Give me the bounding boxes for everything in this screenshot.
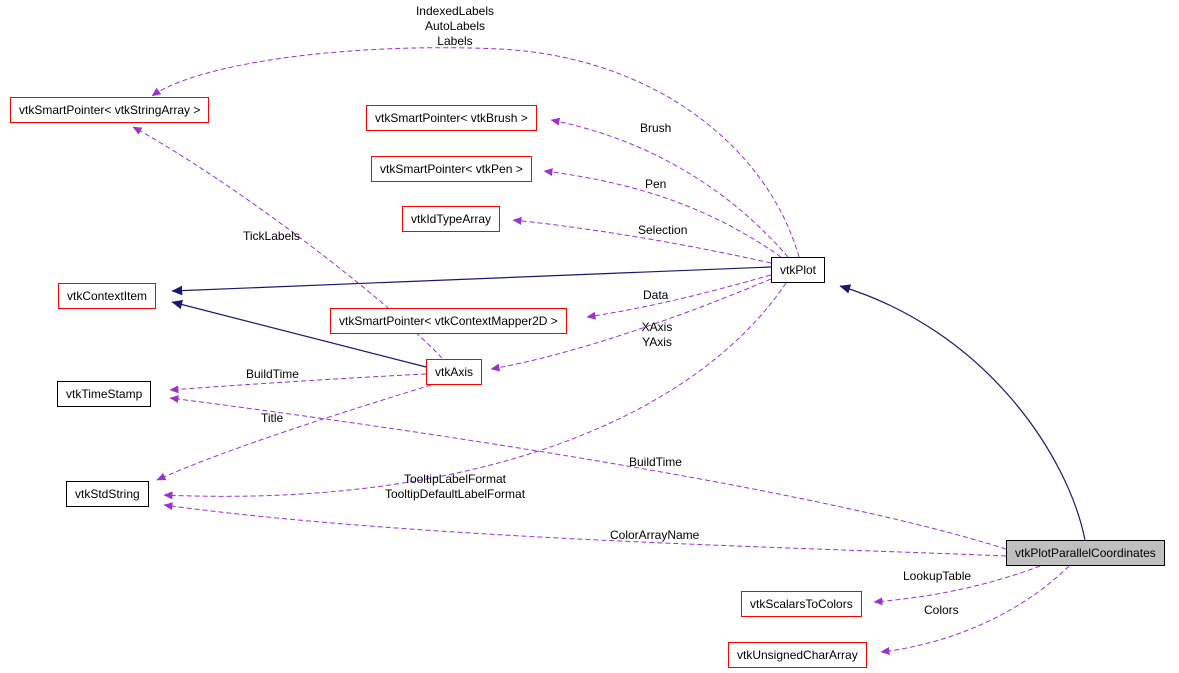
node-vtktimestamp[interactable]: vtkTimeStamp: [57, 381, 152, 407]
edge-label-brush: Brush: [640, 121, 672, 135]
edge-usage-vtkplot-vtkaxis-xaxis-yaxis: [490, 278, 772, 372]
edge-usage-vtkplot-stdstring-tooltip: [163, 282, 787, 500]
edge-label-indexedlabels-autolabels-labels: IndexedLabels AutoLabels Labels: [415, 4, 495, 48]
edge-inherit-vtkaxis-vtkcontextitem: [171, 299, 427, 368]
node-vtkplot[interactable]: vtkPlot: [771, 257, 826, 283]
edge-usage-parallelcoordinates-scalarstocolors-lookuptable: [873, 565, 1041, 606]
edge-usage-parallelcoordinates-stdstring-colorarrayname: [163, 502, 1007, 557]
edge-usage-parallelcoordinates-unsignedchararray-colors: [880, 565, 1070, 655]
node-vtksmartpointer-vtkpen[interactable]: vtkSmartPointer< vtkPen >: [371, 156, 532, 182]
node-vtkaxis[interactable]: vtkAxis: [426, 359, 483, 385]
edge-label-ticklabels: TickLabels: [243, 229, 300, 243]
edge-label-buildtime-axis: BuildTime: [246, 367, 299, 381]
node-vtkunsignedchararray[interactable]: vtkUnsignedCharArray: [728, 642, 867, 668]
edge-usage-vtkplot-contextmapper-data: [586, 274, 772, 320]
edge-inherit-vtkplotparallelcoordinates-vtkplot: [839, 284, 1086, 541]
edge-usage-vtkaxis-stdstring-title: [156, 384, 432, 481]
edge-label-title: Title: [261, 411, 284, 425]
edge-usage-vtkplot-idtypearray-selection: [512, 216, 772, 264]
node-vtkstdstring[interactable]: vtkStdString: [66, 481, 149, 507]
edge-label-colors: Colors: [924, 603, 959, 617]
edge-usage-parallelcoordinates-timestamp-buildtime: [169, 395, 1007, 550]
edge-label-data: Data: [643, 288, 669, 302]
edge-label-buildtime-plot: BuildTime: [629, 455, 682, 469]
node-vtksmartpointer-vtkbrush[interactable]: vtkSmartPointer< vtkBrush >: [366, 105, 537, 131]
edge-label-colorarrayname: ColorArrayName: [610, 528, 700, 542]
edge-usage-vtkplot-brush: [550, 117, 789, 258]
edge-label-lookuptable: LookupTable: [903, 569, 972, 583]
edge-inherit-vtkplot-vtkcontextitem: [171, 266, 772, 296]
edge-label-xaxis-yaxis: XAxis YAxis: [641, 320, 673, 349]
node-vtksmartpointer-vtkcontextmapper2d[interactable]: vtkSmartPointer< vtkContextMapper2D >: [330, 308, 567, 334]
edge-usage-vtkaxis-timestamp-buildtime: [169, 373, 427, 394]
node-vtkidtypearray[interactable]: vtkIdTypeArray: [402, 206, 501, 232]
node-vtkcontextitem[interactable]: vtkContextItem: [58, 283, 157, 309]
edge-usage-vtkplot-pen: [543, 168, 782, 258]
edge-label-selection: Selection: [638, 223, 688, 237]
node-vtkscalarstocolors[interactable]: vtkScalarsToColors: [741, 591, 862, 617]
edge-usage-vtkaxis-stringarray-ticklabels: [132, 126, 443, 359]
node-vtkplotparallelcoordinates-main: vtkPlotParallelCoordinates: [1006, 540, 1165, 566]
edge-usage-vtkplot-stringarray-labels: [151, 47, 800, 258]
edge-label-pen: Pen: [645, 177, 667, 191]
edge-label-tooltip-formats: TooltipLabelFormat TooltipDefaultLabelFo…: [384, 472, 526, 501]
node-vtksmartpointer-vtkstringarray[interactable]: vtkSmartPointer< vtkStringArray >: [10, 97, 210, 123]
